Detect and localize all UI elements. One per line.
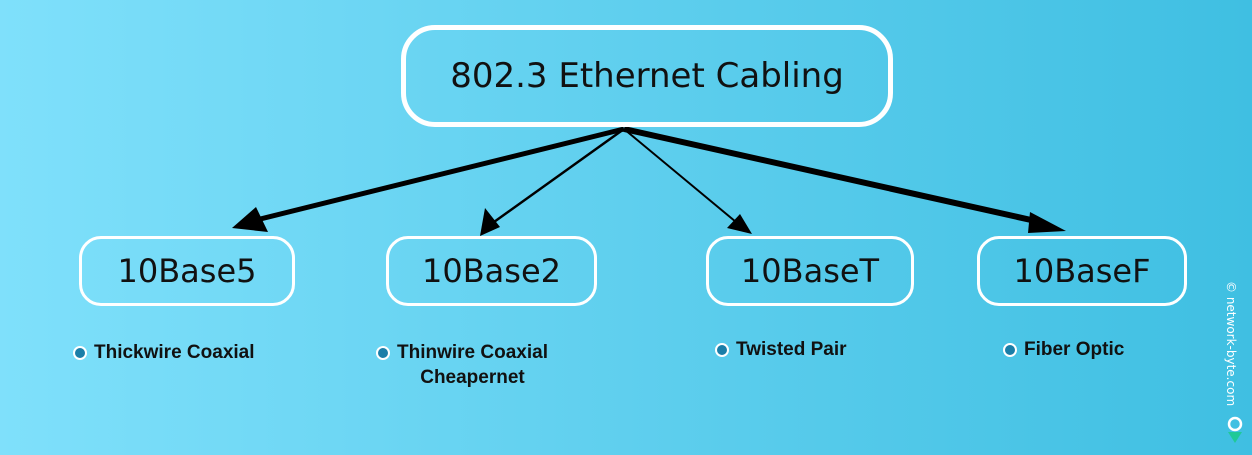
- arrowhead-10basef: [1028, 212, 1066, 233]
- node-label: 10Base5: [117, 252, 257, 290]
- edge-root-to-10basef: [623, 126, 1041, 225]
- node-10baset: 10BaseT: [706, 236, 914, 306]
- bullet-dot-icon: [1003, 343, 1017, 357]
- arrowhead-10base5: [232, 207, 268, 232]
- bullet-text: Fiber Optic: [1024, 339, 1125, 360]
- node-10basef: 10BaseF: [977, 236, 1187, 306]
- node-label: 10BaseT: [740, 252, 880, 290]
- bullet-text: Twisted Pair: [736, 339, 847, 360]
- bullet-text: Thickwire Coaxial: [94, 342, 255, 363]
- root-node: 802.3 Ethernet Cabling: [401, 25, 893, 127]
- node-label: 10Base2: [422, 252, 561, 290]
- bullet-thickwire-coaxial: Thickwire Coaxial: [73, 340, 255, 365]
- node-10base5: 10Base5: [79, 236, 295, 306]
- edge-root-to-10baset: [623, 128, 737, 223]
- arrowhead-10baset: [727, 214, 752, 234]
- bullet-fiber-optic: Fiber Optic: [1003, 337, 1124, 362]
- edge-root-to-10base5: [247, 126, 625, 225]
- watermark: © network-byte.com: [1224, 281, 1238, 407]
- root-node-label: 802.3 Ethernet Cabling: [450, 56, 844, 96]
- node-label: 10BaseF: [1013, 252, 1151, 290]
- bullet-twisted-pair: Twisted Pair: [715, 337, 847, 362]
- arrowhead-10base2: [480, 208, 500, 236]
- bullet-text: Thinwire Coaxial: [397, 342, 548, 363]
- edge-root-to-10base2: [493, 127, 625, 224]
- bullet-dot-icon: [73, 346, 87, 360]
- node-10base2: 10Base2: [386, 236, 597, 306]
- bullet-dot-icon: [715, 343, 729, 357]
- location-pin-icon: [1227, 416, 1243, 443]
- bullet-dot-icon: [376, 346, 390, 360]
- bullet-thinwire-coaxial: Thinwire Coaxial Cheapernet: [376, 340, 548, 390]
- bullet-text: Cheapernet: [420, 367, 525, 388]
